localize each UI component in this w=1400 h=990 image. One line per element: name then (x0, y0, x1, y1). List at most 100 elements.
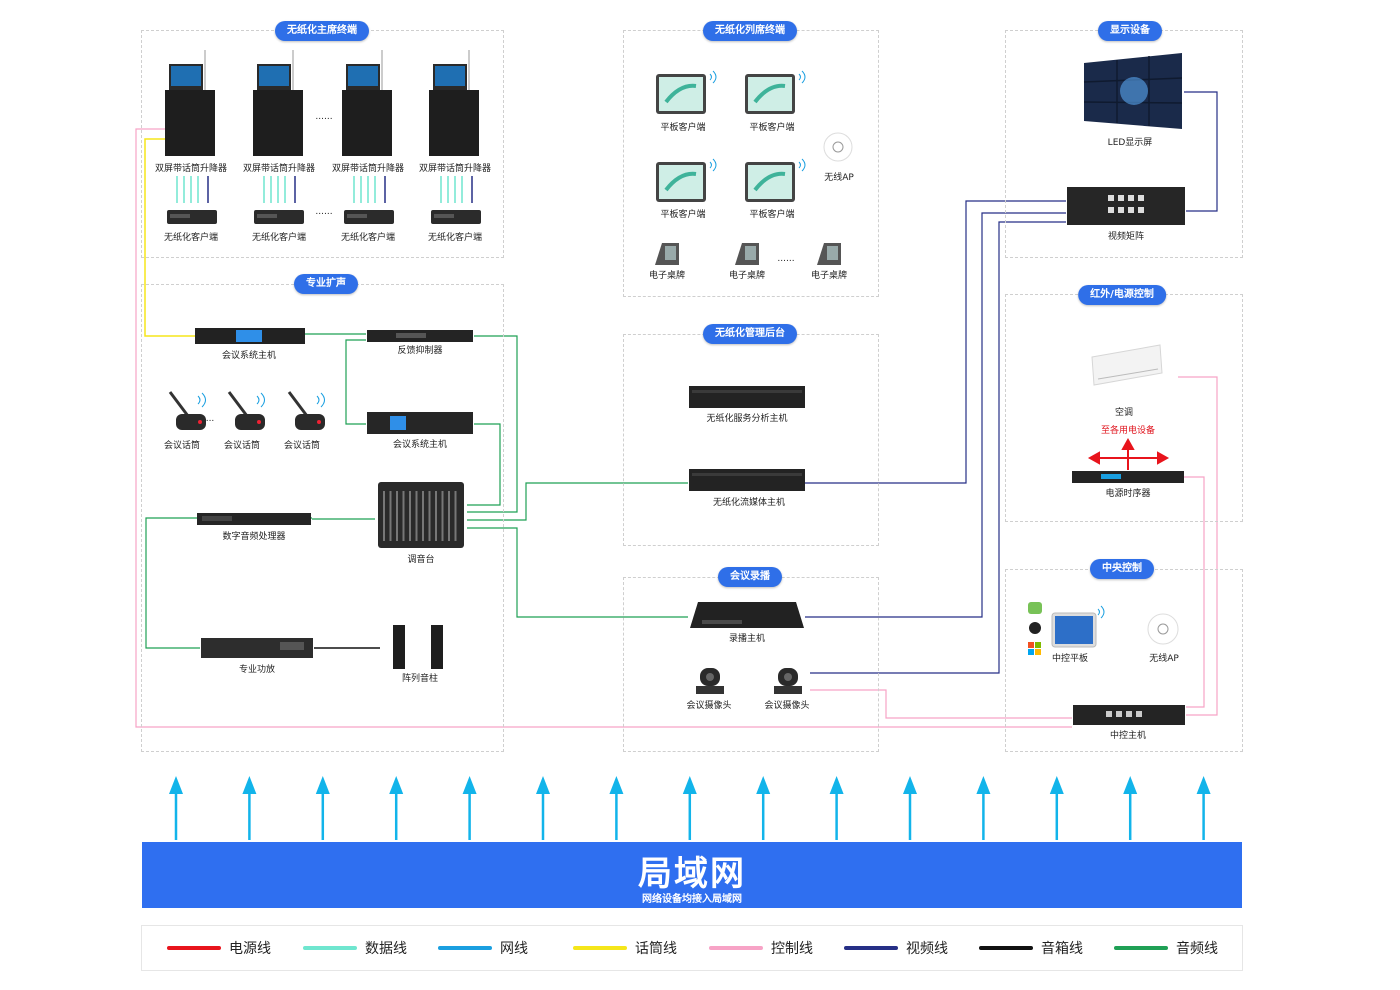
mixer-fader (415, 491, 418, 541)
wireless-ap-column (823, 132, 853, 162)
legend-swatch (844, 946, 898, 950)
legend-swatch (167, 946, 221, 950)
video-lines (805, 91, 1218, 674)
label-led: LED显示屏 (1107, 138, 1153, 148)
legend-label: 话筒线 (635, 941, 677, 957)
label-mixer: 调音台 (407, 555, 435, 565)
mixer-fader (422, 491, 424, 541)
legend-swatch (303, 946, 357, 950)
label-client-1: 无纸化客户端 (163, 233, 219, 243)
label-conf-host-2: 会议系统主机 (392, 440, 448, 450)
label-ap-column: 无线AP (824, 173, 854, 183)
camera-1 (696, 668, 724, 694)
label-cam-1: 会议摄像头 (686, 701, 732, 711)
label-mic-3: 会议话筒 (283, 441, 321, 451)
mic-3 (287, 391, 325, 430)
client-box-3 (344, 210, 394, 224)
lan-arrow-head (682, 776, 697, 794)
label-client-2: 无纸化客户端 (251, 233, 307, 243)
legend-label: 视频线 (906, 941, 948, 957)
tablet-4 (745, 158, 806, 202)
legend-item: 视频线 (844, 926, 948, 970)
legend-swatch (979, 946, 1033, 950)
section-title-recording: 会议录播 (718, 567, 782, 587)
label-to-devices: 至各用电设备 (1100, 426, 1156, 436)
section-title-central: 中央控制 (1090, 559, 1154, 579)
lan-arrow-head (242, 776, 257, 794)
label-nameplate-3: 电子桌牌 (810, 271, 848, 281)
section-title-display: 显示设备 (1098, 21, 1162, 41)
streaming-host (689, 469, 805, 491)
mixer-fader (383, 491, 385, 541)
tablet-3 (656, 158, 717, 202)
mic-line (144, 138, 196, 337)
lan-arrow-head (756, 776, 771, 794)
mixer-fader (454, 491, 457, 541)
label-tablet-2: 平板客户端 (749, 123, 795, 133)
label-rec-host: 录播主机 (728, 634, 766, 644)
section-backend (623, 334, 879, 546)
lan-arrow-head (1049, 776, 1064, 794)
legend-label: 电源线 (229, 941, 271, 957)
lan-arrow-head (609, 776, 624, 794)
lan-arrow-head (903, 776, 917, 794)
mixer-fader (396, 491, 398, 541)
label-nameplate-1: 电子桌牌 (648, 271, 686, 281)
camera-2 (774, 668, 802, 694)
legend-swatch (709, 946, 763, 950)
video-matrix (1067, 187, 1185, 225)
power-sequencer (1072, 471, 1184, 483)
mixer-device (378, 482, 464, 548)
section-title-column: 无纸化列席终端 (703, 21, 797, 41)
section-title-pro-audio: 专业扩声 (294, 274, 358, 294)
client-box-4 (431, 210, 481, 224)
speaker-columns (393, 625, 443, 669)
section-title-ir-power: 红外/电源控制 (1078, 285, 1166, 305)
legend-label: 音频线 (1176, 941, 1218, 957)
client-box-1 (167, 210, 217, 224)
control-tablet (1051, 605, 1105, 648)
legend-item: 数据线 (303, 926, 407, 970)
section-title-backend: 无纸化管理后台 (703, 324, 797, 344)
control-line-ac (1178, 376, 1218, 716)
recording-host (690, 602, 804, 628)
label-cam-2: 会议摄像头 (764, 701, 810, 711)
label-matrix: 视频矩阵 (1107, 232, 1145, 242)
led-video-wall (1083, 53, 1183, 129)
lan-arrow-head (315, 776, 330, 794)
lift-device-1 (165, 50, 215, 156)
ellipsis-lifts: ...... (315, 112, 333, 122)
legend-item: 电源线 (167, 926, 271, 970)
section-title-chair: 无纸化主席终端 (275, 21, 369, 41)
label-ac: 空调 (1114, 408, 1134, 418)
mixer-fader (389, 491, 392, 541)
label-lift-2: 双屏带话筒升降器 (242, 164, 316, 174)
lan-arrow-head (1196, 776, 1211, 794)
mixer-fader (435, 491, 437, 541)
wireless-ap-control (1147, 613, 1179, 645)
legend-label: 音箱线 (1041, 941, 1083, 957)
label-sequencer: 电源时序器 (1105, 489, 1151, 499)
mixer-fader (402, 491, 405, 541)
lan-subtitle: 网络设备均接入局域网 (642, 894, 742, 905)
mic-1 (168, 391, 206, 430)
lan-arrow-head (829, 776, 844, 794)
control-line-cam (810, 689, 1072, 719)
dsp-device (197, 513, 311, 525)
lan-arrows (169, 776, 1211, 840)
ellipsis-clients: ...... (315, 207, 333, 217)
nameplate-1 (655, 243, 679, 265)
conference-host-1 (195, 328, 305, 344)
lan-arrow-head (462, 776, 477, 794)
lift-device-3 (342, 50, 392, 156)
label-mic-2: 会议话筒 (223, 441, 261, 451)
lan-arrow-head (1123, 776, 1138, 794)
lan-arrow-head (536, 776, 550, 794)
legend-swatch (438, 946, 492, 950)
label-tablet-4: 平板客户端 (749, 210, 795, 220)
label-mic-1: 会议话筒 (163, 441, 201, 451)
control-line-seq (1184, 476, 1205, 708)
service-analysis-host (689, 386, 805, 408)
label-service-host: 无纸化服务分析主机 (706, 414, 788, 424)
